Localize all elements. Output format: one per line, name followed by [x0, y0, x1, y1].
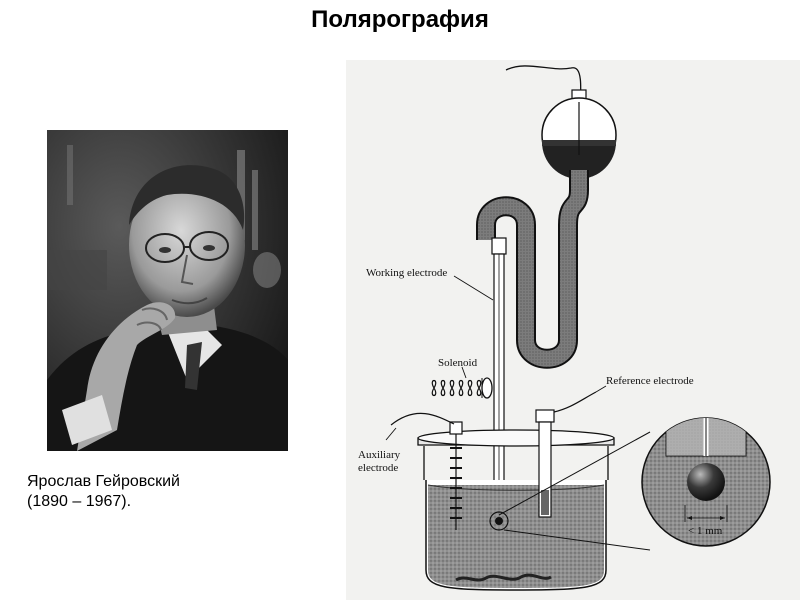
caption-name: Ярослав Гейровский [27, 472, 180, 492]
working-electrode [494, 254, 504, 489]
solenoid [432, 378, 492, 398]
tube-connector [492, 238, 506, 254]
beaker [418, 430, 614, 590]
polarograph-diagram: Working electrode Solenoid Reference ele… [346, 60, 800, 600]
page-title: Полярография [0, 6, 800, 34]
portrait-photo [47, 130, 288, 451]
label-scale: < 1 mm [688, 525, 723, 537]
label-auxiliary-line2: electrode [358, 462, 398, 474]
label-working-electrode: Working electrode [366, 267, 447, 279]
label-auxiliary-line1: Auxiliary [358, 449, 401, 461]
mercury-reservoir [542, 90, 616, 179]
label-solenoid: Solenoid [438, 357, 478, 369]
label-reference-electrode: Reference electrode [606, 375, 694, 387]
caption-years: (1890 – 1967). [27, 492, 180, 512]
portrait-caption: Ярослав Гейровский (1890 – 1967). [27, 472, 180, 512]
